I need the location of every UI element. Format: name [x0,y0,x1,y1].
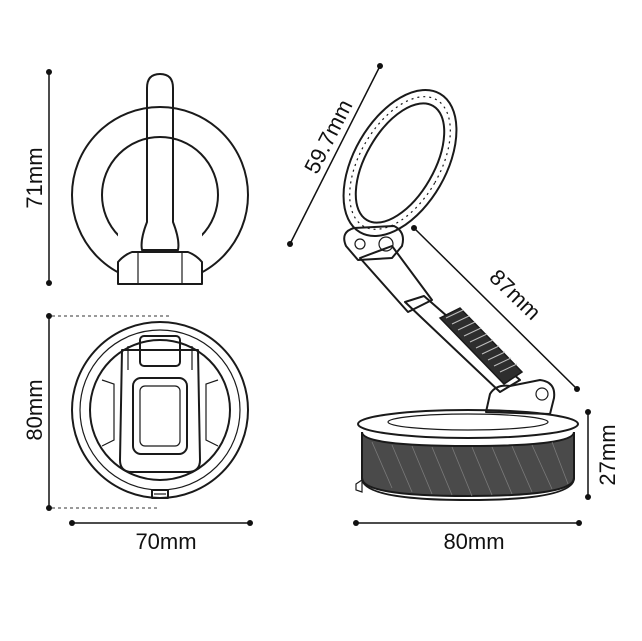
side-upper-hinge [343,225,404,261]
dim-top-diameter: 80mm [22,313,52,511]
label-top-width: 70mm [135,529,196,554]
side-arm [359,245,524,393]
label-arm-length: 87mm [485,264,546,324]
side-view [342,88,579,501]
side-base [355,409,579,501]
top-inner-circle [89,339,231,481]
label-front-height: 71mm [22,147,47,208]
dim-top-width: 70mm [69,520,253,554]
dim-base-height: 27mm [585,409,620,500]
top-channel [119,349,201,473]
top-view [71,321,249,499]
front-base [117,251,203,285]
label-top-diameter: 80mm [22,379,47,440]
side-magnetic-ring [342,88,458,237]
front-stem [140,73,180,251]
side-lower-hinge [485,379,556,415]
dim-front-height: 71mm [22,69,52,286]
dim-base-width: 80mm [353,520,582,554]
label-base-width: 80mm [443,529,504,554]
label-base-height: 27mm [595,424,620,485]
dim-ring-size: 59.7mm [287,63,383,247]
top-center-block [132,377,188,455]
front-view [71,73,249,285]
